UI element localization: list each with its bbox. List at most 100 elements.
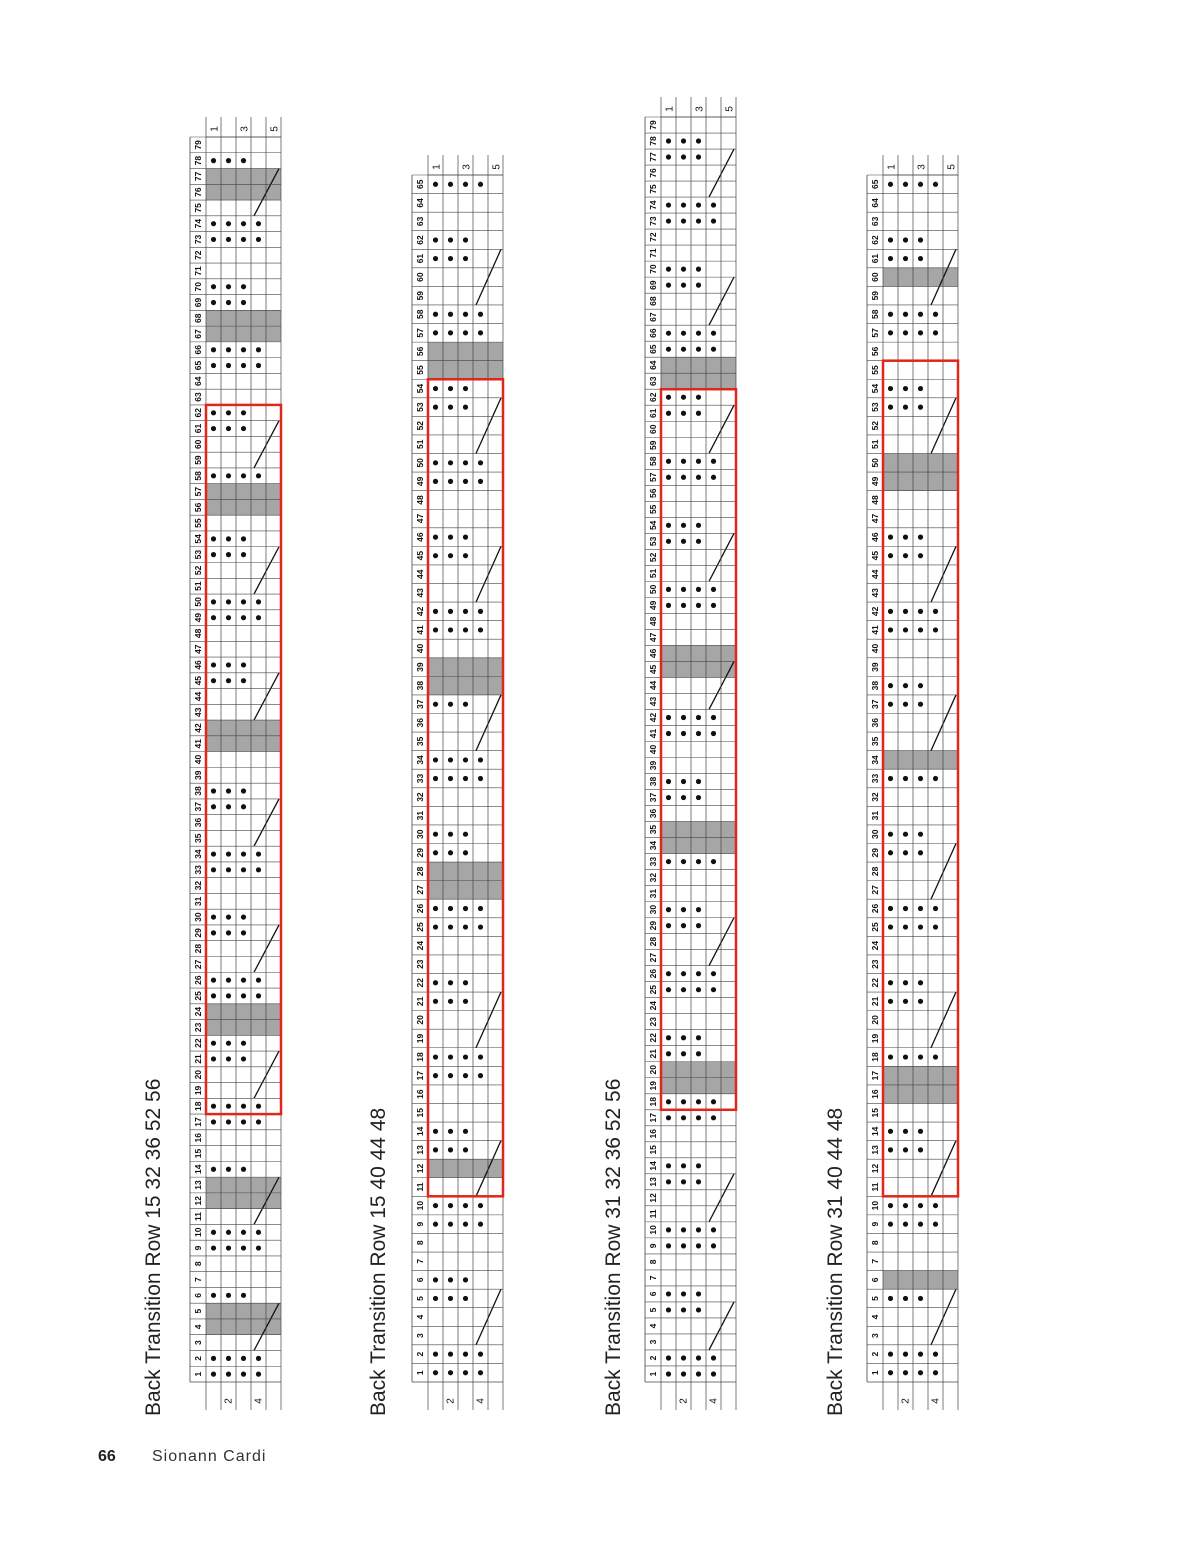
purl-dot bbox=[210, 1292, 217, 1298]
purl-dot bbox=[680, 794, 687, 801]
purl-dot bbox=[225, 599, 232, 605]
stitch-number: 41 bbox=[648, 728, 658, 738]
stitch-number: 78 bbox=[648, 136, 658, 146]
stitch-number: 11 bbox=[870, 1182, 880, 1191]
purl-dot bbox=[462, 627, 469, 633]
purl-dot bbox=[225, 1355, 232, 1361]
stitch-number: 79 bbox=[193, 140, 203, 150]
purl-dot bbox=[695, 1243, 702, 1249]
stitch-number: 10 bbox=[648, 1225, 658, 1235]
purl-dot bbox=[710, 602, 717, 608]
purl-dot bbox=[462, 701, 469, 707]
stitch-number: 63 bbox=[870, 216, 880, 226]
purl-dot bbox=[710, 858, 717, 865]
stitch-number: 41 bbox=[193, 739, 203, 749]
purl-dot bbox=[902, 1221, 909, 1227]
purl-dot bbox=[932, 311, 939, 317]
purl-dot bbox=[432, 627, 439, 633]
stitch-number: 46 bbox=[870, 532, 880, 542]
purl-dot bbox=[665, 1115, 672, 1121]
stitch-number: 27 bbox=[415, 885, 425, 895]
purl-dot bbox=[695, 858, 702, 865]
purl-dot bbox=[432, 1221, 439, 1227]
row-label-left: 4 bbox=[476, 1398, 487, 1404]
purl-dot bbox=[917, 1221, 924, 1227]
stitch-number: 56 bbox=[415, 346, 425, 356]
stitch-number: 12 bbox=[415, 1163, 425, 1173]
stitch-number: 29 bbox=[415, 848, 425, 858]
stitch-number: 63 bbox=[648, 376, 658, 386]
stitch-number: 68 bbox=[193, 313, 203, 323]
stitch-number: 13 bbox=[193, 1180, 203, 1190]
stitch-number: 41 bbox=[415, 625, 425, 635]
stitch-number: 49 bbox=[415, 476, 425, 486]
purl-dot bbox=[665, 923, 672, 929]
purl-dot bbox=[240, 1103, 247, 1109]
purl-dot bbox=[462, 1221, 469, 1227]
stitch-number: 33 bbox=[870, 774, 880, 784]
purl-dot bbox=[477, 627, 484, 633]
stitch-number: 21 bbox=[648, 1049, 658, 1059]
stitch-number: 4 bbox=[870, 1314, 880, 1319]
purl-dot bbox=[902, 1054, 909, 1060]
stitch-number: 24 bbox=[193, 1007, 203, 1017]
purl-dot bbox=[255, 362, 262, 369]
cable-line bbox=[253, 420, 280, 469]
stitch-number: 52 bbox=[193, 565, 203, 575]
stitch-number: 18 bbox=[193, 1101, 203, 1111]
purl-dot bbox=[917, 775, 924, 782]
purl-dot bbox=[225, 536, 232, 542]
purl-dot bbox=[210, 930, 217, 936]
purl-dot bbox=[695, 394, 702, 400]
stitch-number: 26 bbox=[415, 903, 425, 913]
purl-dot bbox=[695, 778, 702, 785]
purl-dot bbox=[255, 347, 262, 353]
purl-dot bbox=[680, 586, 687, 592]
purl-dot bbox=[665, 1291, 672, 1297]
purl-dot bbox=[665, 987, 672, 993]
cable-line bbox=[475, 397, 502, 454]
highlight-box bbox=[426, 378, 505, 1198]
purl-dot bbox=[680, 154, 687, 160]
purl-dot bbox=[462, 478, 469, 484]
cable-line bbox=[708, 276, 735, 326]
purl-dot bbox=[462, 460, 469, 466]
purl-dot bbox=[462, 404, 469, 410]
purl-dot bbox=[447, 627, 454, 633]
stitch-number: 15 bbox=[415, 1108, 425, 1118]
stitch-number: 61 bbox=[648, 408, 658, 418]
no-stitch-cell bbox=[883, 472, 958, 491]
row-label-right: 3 bbox=[240, 126, 251, 132]
cable-line bbox=[708, 148, 735, 198]
purl-dot bbox=[225, 552, 232, 558]
row-label-left: 4 bbox=[931, 1398, 942, 1404]
purl-dot bbox=[917, 905, 924, 912]
stitch-number: 6 bbox=[415, 1277, 425, 1282]
purl-dot bbox=[917, 1054, 924, 1060]
purl-dot bbox=[462, 608, 469, 614]
purl-dot bbox=[680, 730, 687, 737]
stitch-number: 45 bbox=[193, 676, 203, 686]
purl-dot bbox=[447, 1277, 454, 1283]
purl-dot bbox=[917, 683, 924, 689]
purl-dot bbox=[695, 1291, 702, 1297]
purl-dot bbox=[680, 858, 687, 865]
stitch-number: 15 bbox=[193, 1148, 203, 1158]
purl-dot bbox=[887, 608, 894, 614]
purl-dot bbox=[240, 867, 247, 873]
purl-dot bbox=[902, 905, 909, 912]
cable-line bbox=[475, 249, 502, 306]
purl-dot bbox=[240, 1056, 247, 1062]
stitch-number: 22 bbox=[193, 1038, 203, 1048]
purl-dot bbox=[225, 1040, 232, 1046]
purl-dot bbox=[887, 385, 894, 392]
stitch-number: 9 bbox=[648, 1243, 658, 1248]
purl-dot bbox=[477, 311, 484, 317]
stitch-number: 23 bbox=[870, 959, 880, 969]
stitch-number: 7 bbox=[870, 1259, 880, 1264]
purl-dot bbox=[477, 1370, 484, 1376]
purl-dot bbox=[710, 987, 717, 993]
stitch-number: 72 bbox=[648, 232, 658, 242]
stitch-number: 75 bbox=[193, 203, 203, 213]
stitch-number: 50 bbox=[193, 597, 203, 607]
